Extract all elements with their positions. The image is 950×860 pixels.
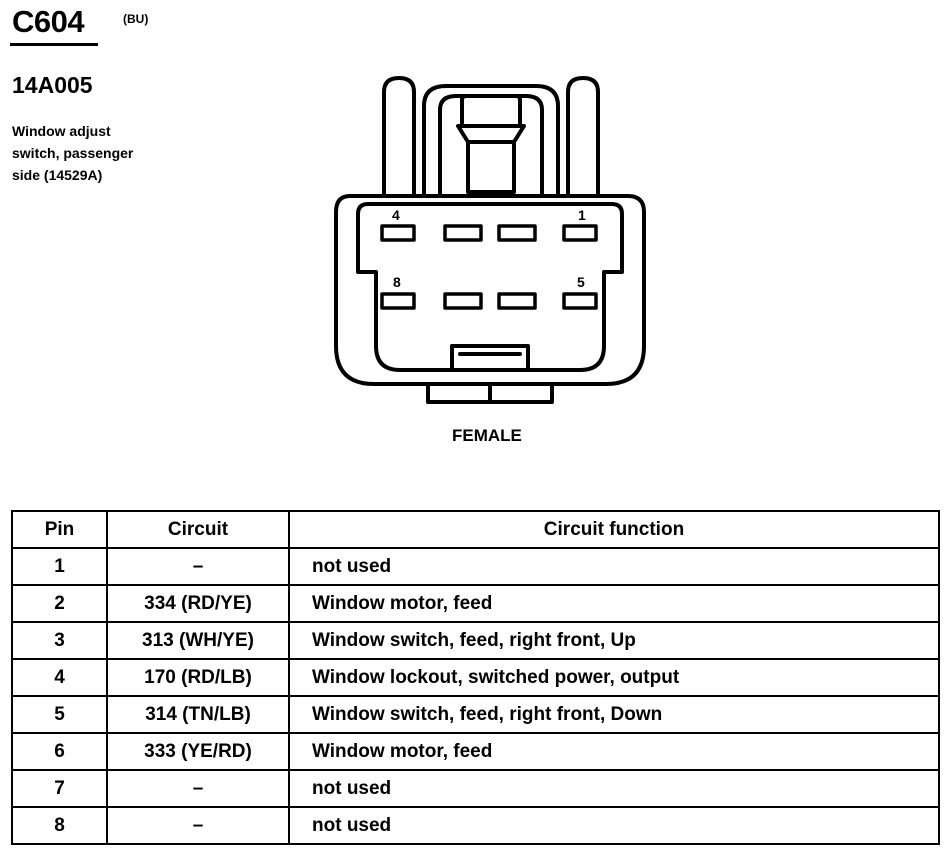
- part-number: 14A005: [12, 72, 93, 98]
- cavity-pin-3: [443, 224, 483, 242]
- pin-table-header: Pin Circuit Circuit function: [11, 510, 940, 549]
- pin-number: 8: [11, 806, 108, 845]
- locking-tab-stem: [466, 140, 516, 194]
- cavity-pin-8: [380, 292, 416, 310]
- table-row: 4 170 (RD/LB) Window lockout, switched p…: [11, 658, 940, 697]
- table-row: 6 333 (YE/RD) Window motor, feed: [11, 732, 940, 771]
- circuit-function: Window motor, feed: [288, 732, 940, 771]
- circuit-id: –: [106, 806, 290, 845]
- connector-color-code: (BU): [123, 12, 149, 26]
- cavity-label-bottom-right: 5: [577, 274, 585, 290]
- circuit-function: Window switch, feed, right front, Down: [288, 695, 940, 734]
- left-latch-arm: [382, 76, 416, 198]
- circuit-id: –: [106, 769, 290, 808]
- cavity-pin-1: [562, 224, 598, 242]
- description-line: side (14529A): [12, 167, 103, 183]
- connector-body-outer: [334, 194, 646, 386]
- circuit-id: 333 (YE/RD): [106, 732, 290, 771]
- pin-number: 7: [11, 769, 108, 808]
- circuit-id: 314 (TN/LB): [106, 695, 290, 734]
- table-row: 8 – not used: [11, 806, 940, 845]
- header-circuit-function: Circuit function: [288, 510, 940, 549]
- latch-housing-inner: [438, 94, 544, 198]
- connector-face-diagram: 4 1 8 5: [334, 76, 646, 404]
- table-row: 5 314 (TN/LB) Window switch, feed, right…: [11, 695, 940, 734]
- locking-tab: [460, 94, 522, 128]
- circuit-id: –: [106, 547, 290, 586]
- bottom-key: [450, 344, 530, 372]
- cavity-pin-6: [497, 292, 537, 310]
- connector-body-inner: [356, 202, 624, 372]
- circuit-function: Window switch, feed, right front, Up: [288, 621, 940, 660]
- circuit-id: 313 (WH/YE): [106, 621, 290, 660]
- circuit-id: 170 (RD/LB): [106, 658, 290, 697]
- header-pin: Pin: [11, 510, 108, 549]
- cavity-label-bottom-left: 8: [393, 274, 401, 290]
- pin-number: 1: [11, 547, 108, 586]
- cavity-pin-7: [443, 292, 483, 310]
- description-line: Window adjust: [12, 123, 111, 139]
- pin-number: 4: [11, 658, 108, 697]
- locking-tab-ramp: [456, 124, 526, 144]
- circuit-function: not used: [288, 806, 940, 845]
- table-row: 2 334 (RD/YE) Window motor, feed: [11, 584, 940, 623]
- circuit-function: Window motor, feed: [288, 584, 940, 623]
- connector-id-underline: [10, 43, 98, 46]
- connector-gender-label: FEMALE: [452, 426, 522, 445]
- pin-number: 5: [11, 695, 108, 734]
- connector-id: C604: [12, 4, 85, 39]
- description-line: switch, passenger: [12, 145, 134, 161]
- cavity-pin-4: [380, 224, 416, 242]
- latch-housing: [422, 84, 560, 198]
- connector-description: Window adjust switch, passenger side (14…: [12, 120, 182, 186]
- cavity-label-top-right: 1: [578, 207, 586, 223]
- circuit-function: not used: [288, 547, 940, 586]
- cavity-pin-5: [562, 292, 598, 310]
- table-row: 3 313 (WH/YE) Window switch, feed, right…: [11, 621, 940, 660]
- right-latch-arm: [566, 76, 600, 198]
- pin-number: 2: [11, 584, 108, 623]
- table-row: 1 – not used: [11, 547, 940, 586]
- circuit-function: Window lockout, switched power, output: [288, 658, 940, 697]
- pin-number: 3: [11, 621, 108, 660]
- table-row: 7 – not used: [11, 769, 940, 808]
- circuit-function: not used: [288, 769, 940, 808]
- pin-table: Pin Circuit Circuit function 1 – not use…: [11, 510, 940, 845]
- header-circuit: Circuit: [106, 510, 290, 549]
- cavity-label-top-left: 4: [392, 207, 400, 223]
- pin-number: 6: [11, 732, 108, 771]
- cavity-pin-2: [497, 224, 537, 242]
- circuit-id: 334 (RD/YE): [106, 584, 290, 623]
